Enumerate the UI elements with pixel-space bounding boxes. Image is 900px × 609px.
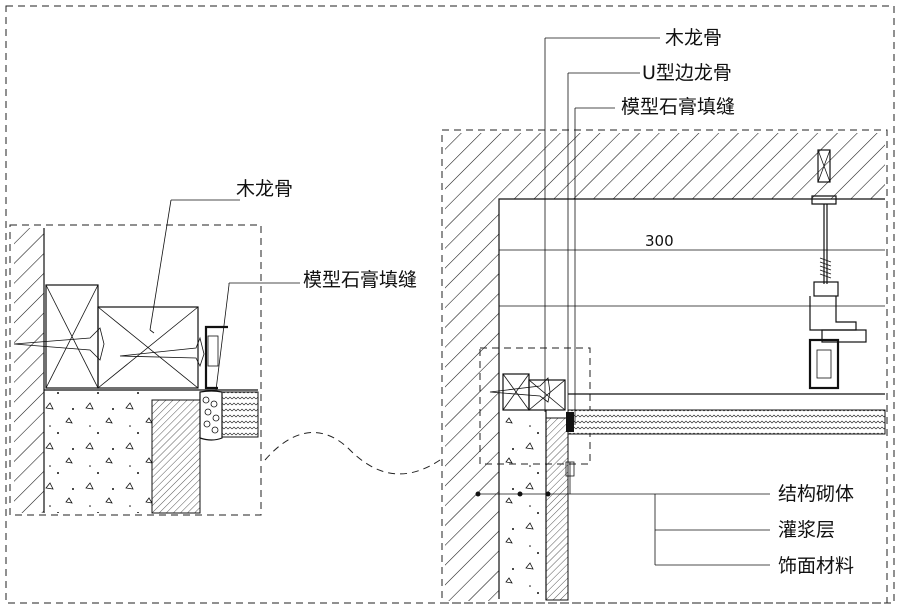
sheet-frame — [5, 5, 895, 604]
right-label-wood-joist: 木龙骨 — [665, 27, 722, 49]
right-concrete — [499, 412, 546, 600]
right-detail-frame — [441, 129, 888, 604]
right-plaster-strip — [545, 417, 569, 601]
dimension-label: 300 — [645, 232, 674, 250]
left-gypsum-filler — [199, 390, 223, 441]
label-finish-material: 饰面材料 — [778, 555, 854, 577]
left-label-wood-joist: 木龙骨 — [236, 178, 293, 200]
left-wall-hatch — [14, 228, 44, 513]
right-label-u-edge-joist: U型边龙骨 — [642, 62, 732, 84]
right-wall-hatch — [445, 199, 499, 601]
label-grout-layer: 灌浆层 — [778, 519, 835, 541]
left-wood-joist-large — [97, 306, 199, 389]
right-label-gypsum-fill: 模型石膏填缝 — [621, 95, 735, 118]
break-line — [264, 432, 441, 475]
right-callout-frame — [479, 347, 591, 465]
left-concrete — [44, 390, 152, 513]
label-structural-masonry: 结构砌体 — [778, 483, 854, 505]
ceiling-slab-hatch — [445, 133, 885, 199]
left-detail: 木龙骨 模型石膏填缝 — [9, 178, 417, 516]
left-label-gypsum-fill: 模型石膏填缝 — [303, 268, 417, 291]
hanger-assembly — [808, 149, 867, 390]
right-detail: 300 — [441, 27, 888, 604]
left-detail-frame — [9, 224, 262, 516]
left-u-channel — [204, 325, 228, 390]
ceiling-board — [566, 393, 886, 435]
right-wood-joists — [489, 373, 566, 411]
left-plaster-column — [151, 399, 201, 514]
left-wood-joist-small — [45, 284, 99, 389]
left-finish-board — [221, 391, 259, 438]
